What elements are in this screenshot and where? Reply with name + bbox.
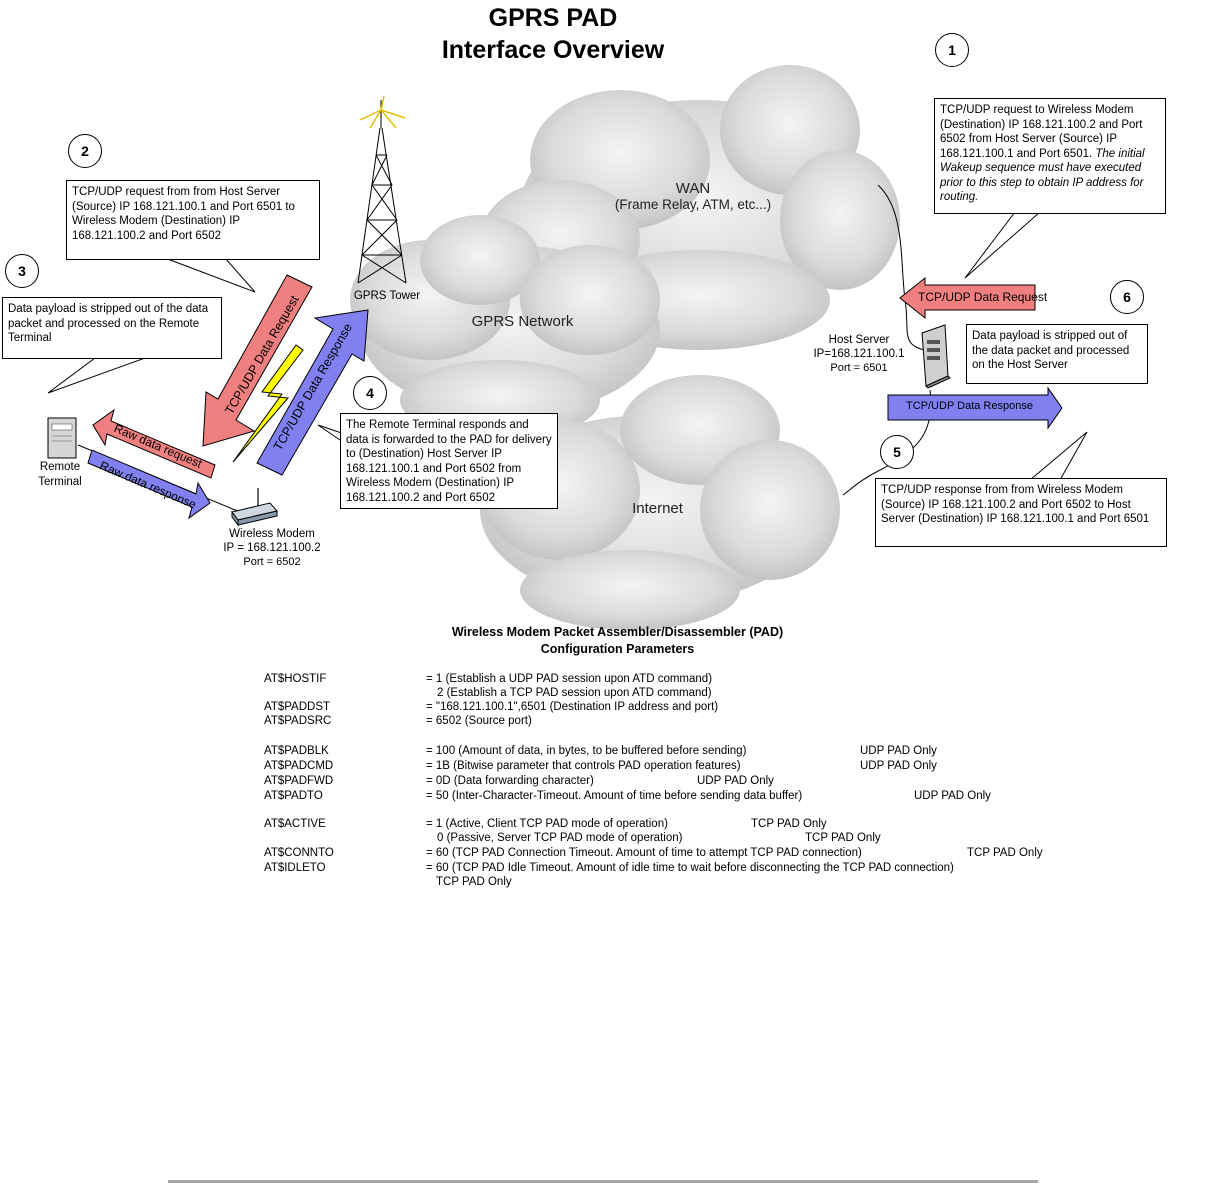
step1-text: TCP/UDP request to Wireless Modem (Desti… <box>940 104 1143 160</box>
step2-tail <box>164 257 256 293</box>
step3-callout: Data payload is stripped out of the data… <box>2 297 222 359</box>
host-response-arrow <box>887 386 1063 430</box>
step3-tail <box>47 357 146 394</box>
remote-terminal-label: Remote Terminal <box>38 461 82 488</box>
host-request-arrow <box>899 276 1036 320</box>
config-value: = 1B (Bitwise parameter that controls PA… <box>426 760 741 772</box>
tower-response-arrow <box>256 309 369 476</box>
step1-callout: TCP/UDP request to Wireless Modem (Desti… <box>934 98 1166 214</box>
step6-badge: 6 <box>1110 280 1144 314</box>
gprs-tower <box>357 100 407 284</box>
footer-divider <box>168 1180 1038 1183</box>
config-cmd: AT$HOSTIF <box>264 673 327 685</box>
step6-text: Data payload is stripped out of the data… <box>972 330 1130 371</box>
step2-callout: TCP/UDP request from from Host Server (S… <box>66 180 320 260</box>
wireless-bolt-icon <box>232 344 304 463</box>
step3-text: Data payload is stripped out of the data… <box>8 303 209 344</box>
config-tag: TCP PAD Only <box>436 876 512 888</box>
config-value: = 60 (TCP PAD Connection Timeout. Amount… <box>426 847 862 859</box>
tower-signal-icon <box>359 95 406 129</box>
config-cmd: AT$IDLETO <box>264 862 326 874</box>
config-tag: TCP PAD Only <box>751 818 827 830</box>
step1-tail <box>964 211 1042 279</box>
config-cmd: AT$PADTO <box>264 790 323 802</box>
config-cmd: AT$CONNTO <box>264 847 334 859</box>
internet-cloud <box>480 375 840 630</box>
title-line1: GPRS PAD <box>488 4 618 32</box>
step2-badge: 2 <box>68 134 102 168</box>
config-tag: TCP PAD Only <box>805 832 881 844</box>
config-cmd: AT$ACTIVE <box>264 818 326 830</box>
wireless-modem-label: Wireless Modem IP = 168.121.100.2 Port =… <box>223 528 321 568</box>
config-value: = 1 (Establish a UDP PAD session upon AT… <box>426 673 713 685</box>
config-cmd: AT$PADFWD <box>264 775 334 787</box>
step6-callout: Data payload is stripped out of the data… <box>966 324 1148 384</box>
config-tag: UDP PAD Only <box>914 790 991 802</box>
config-tag: UDP PAD Only <box>697 775 774 787</box>
step5-tail <box>1028 431 1088 481</box>
host-response-label: TCP/UDP Data Response <box>906 400 1033 412</box>
step2-text: TCP/UDP request from from Host Server (S… <box>72 186 295 242</box>
config-value: = 60 (TCP PAD Idle Timeout. Amount of id… <box>426 862 954 874</box>
wireless-modem-icon <box>231 488 278 527</box>
tower-request-arrow <box>202 274 313 447</box>
remote-terminal-icon <box>47 417 77 459</box>
gprs-network-label: GPRS Network <box>471 313 574 330</box>
config-tag: UDP PAD Only <box>860 745 937 757</box>
config-title: Wireless Modem Packet Assembler/Disassem… <box>451 625 784 656</box>
step5-badge: 5 <box>880 435 914 469</box>
step3-badge: 3 <box>5 254 39 288</box>
host-server-icon <box>921 324 951 389</box>
step4-badge: 4 <box>353 376 387 410</box>
config-value: = "168.121.100.1",6501 (Destination IP a… <box>426 701 719 713</box>
wan-sublabel: (Frame Relay, ATM, etc...) <box>614 197 772 212</box>
gprs-tower-label: GPRS Tower <box>353 290 421 302</box>
config-value: 0 (Passive, Server TCP PAD mode of opera… <box>437 832 683 844</box>
step5-text: TCP/UDP response from from Wireless Mode… <box>881 484 1150 525</box>
config-value: = 100 (Amount of data, in bytes, to be b… <box>426 745 747 757</box>
step1-badge: 1 <box>935 33 969 67</box>
internet-label: Internet <box>632 500 683 517</box>
config-value: = 1 (Active, Client TCP PAD mode of oper… <box>426 818 668 830</box>
host-server-label: Host Server IP=168.121.100.1 Port = 6501 <box>813 334 905 374</box>
config-cmd: AT$PADSRC <box>264 715 332 727</box>
wan-label: WAN (Frame Relay, ATM, etc...) <box>573 180 813 212</box>
title-line2: Interface Overview <box>441 36 665 64</box>
step5-callout: TCP/UDP response from from Wireless Mode… <box>875 478 1167 547</box>
page-title: GPRS PAD Interface Overview <box>353 2 753 66</box>
raw-response-arrow <box>87 449 211 520</box>
config-value: = 6502 (Source port) <box>426 715 532 727</box>
raw-request-arrow <box>92 408 216 479</box>
config-value: 2 (Establish a TCP PAD session upon ATD … <box>437 687 712 699</box>
config-cmd: AT$PADDST <box>264 701 331 713</box>
step4-callout: The Remote Terminal responds and data is… <box>340 413 558 509</box>
config-tag: TCP PAD Only <box>967 847 1043 859</box>
config-cmd: AT$PADCMD <box>264 760 334 772</box>
config-tag: UDP PAD Only <box>860 760 937 772</box>
config-value: = 50 (Inter-Character-Timeout. Amount of… <box>426 790 803 802</box>
step4-text: The Remote Terminal responds and data is… <box>346 419 552 504</box>
host-request-label: TCP/UDP Data Request <box>918 290 1048 304</box>
config-cmd: AT$PADBLK <box>264 745 329 757</box>
config-value: = 0D (Data forwarding character) <box>426 775 594 787</box>
step1-note: The initial Wakeup sequence must have ex… <box>940 147 1145 204</box>
